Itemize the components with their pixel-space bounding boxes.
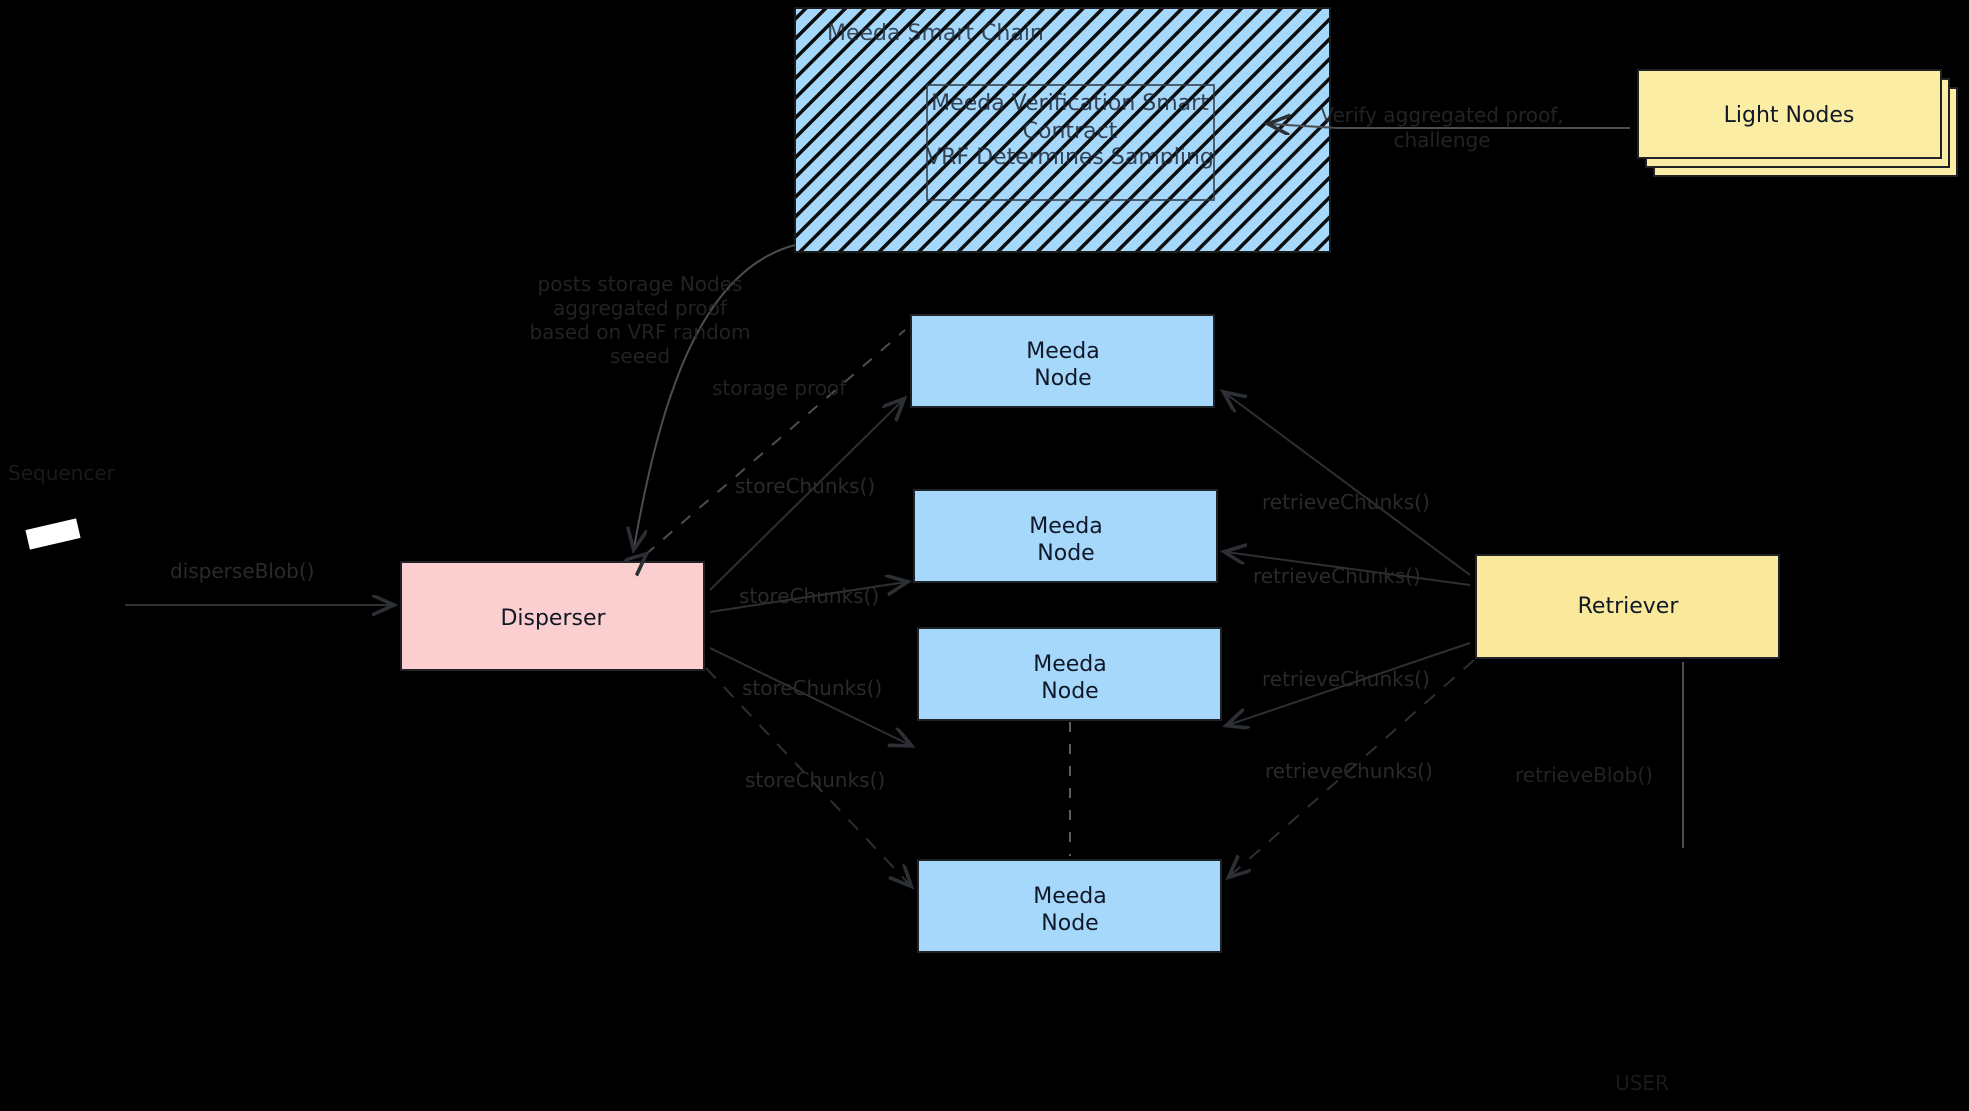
meeda-node-line1: Meeda — [1033, 884, 1107, 909]
meeda-node-line2: Node — [1041, 911, 1098, 936]
edge-retrieve-chunks-4: retrieveChunks() — [1230, 659, 1475, 876]
meeda-smart-chain-group: Meeda Smart Chain Meeda Verification Sma… — [794, 7, 1331, 253]
disperser-box[interactable] — [400, 561, 705, 671]
edge-label-retrieve-blob: retrieveBlob() — [1515, 763, 1653, 787]
sequencer-glyph — [25, 518, 81, 550]
disperser-label: Disperser — [500, 606, 606, 631]
edge-label-retrieve-chunks-1: retrieveChunks() — [1262, 490, 1430, 514]
meeda-node-2[interactable]: Meeda Node — [913, 489, 1218, 583]
meeda-node-line1: Meeda — [1029, 514, 1103, 539]
retriever-group[interactable]: Retriever — [1475, 554, 1780, 659]
meeda-node-1[interactable]: Meeda Node — [910, 314, 1215, 408]
edge-label-disperse-blob: disperseBlob() — [170, 559, 314, 583]
meeda-node-3[interactable]: Meeda Node — [917, 627, 1222, 721]
edge-store-chunks-1: storeChunks() — [709, 400, 903, 591]
edge-label-store-chunks-2: storeChunks() — [739, 584, 879, 608]
edge-retrieve-blob: retrieveBlob() — [1515, 662, 1684, 848]
retriever-label: Retriever — [1578, 594, 1680, 619]
user-label: USER — [1615, 1071, 1669, 1095]
meeda-node-4[interactable]: Meeda Node — [917, 859, 1222, 953]
meeda-node-line1: Meeda — [1033, 652, 1107, 677]
edge-posts-aggregated-proof: posts storage Nodes aggregated proof bas… — [529, 244, 796, 548]
edge-label-retrieve-chunks-2: retrieveChunks() — [1253, 564, 1421, 588]
retriever-box[interactable] — [1475, 554, 1780, 659]
edge-store-chunks-3: storeChunks() — [709, 647, 910, 745]
edge-label-store-chunks-4: storeChunks() — [745, 768, 885, 792]
sequencer-label: Sequencer — [8, 461, 116, 485]
verification-contract-line2: Contract — [1023, 119, 1118, 144]
edge-label-store-chunks-1: storeChunks() — [735, 474, 875, 498]
edge-label-retrieve-chunks-4: retrieveChunks() — [1265, 759, 1433, 783]
meeda-smart-chain-title: Meeda Smart Chain — [827, 21, 1044, 46]
edge-label-posts-proof-3: based on VRF random — [529, 320, 750, 344]
edge-label-posts-proof-2: aggregated proof — [553, 296, 728, 320]
light-nodes-label: Light Nodes — [1724, 103, 1855, 128]
edge-retrieve-chunks-1: retrieveChunks() — [1225, 393, 1471, 576]
meeda-node-line2: Node — [1037, 541, 1094, 566]
edge-label-verify-proof-2: challenge — [1393, 128, 1490, 152]
edge-retrieve-chunks-3: retrieveChunks() — [1228, 642, 1471, 725]
meeda-node-box[interactable] — [917, 859, 1222, 953]
edge-label-storage-proof: storage proof — [712, 376, 847, 400]
disperser-group[interactable]: Disperser — [400, 561, 705, 671]
meeda-node-line1: Meeda — [1026, 339, 1100, 364]
meeda-node-line2: Node — [1034, 366, 1091, 391]
edge-label-posts-proof-1: posts storage Nodes — [538, 272, 743, 296]
edge-label-verify-proof-1: Verify aggregated proof, — [1320, 103, 1563, 127]
verification-contract-box[interactable] — [926, 84, 1215, 201]
edge-label-posts-proof-4: seeed — [610, 344, 670, 368]
light-nodes-card-front[interactable] — [1637, 69, 1942, 159]
meeda-node-box[interactable] — [913, 489, 1218, 583]
verification-contract-line3: VRF Determines Sampling — [926, 145, 1214, 170]
edge-disperse-blob: disperseBlob() — [125, 559, 392, 605]
meeda-node-line2: Node — [1041, 679, 1098, 704]
verification-contract-line1: Meeda Verification Smart — [931, 91, 1209, 116]
meeda-node-box[interactable] — [910, 314, 1215, 408]
edge-store-chunks-4: storeChunks() — [705, 667, 910, 885]
meeda-node-box[interactable] — [917, 627, 1222, 721]
edge-storage-proof: storage proof — [645, 329, 906, 555]
edge-label-retrieve-chunks-3: retrieveChunks() — [1262, 667, 1430, 691]
edge-retrieve-chunks-2: retrieveChunks() — [1226, 552, 1471, 588]
light-nodes-group[interactable]: Light Nodes — [1637, 69, 1958, 177]
edge-store-chunks-2: storeChunks() — [709, 582, 906, 613]
edge-verify-proof: Verify aggregated proof, challenge — [1270, 103, 1630, 152]
edge-label-store-chunks-3: storeChunks() — [742, 676, 882, 700]
sequencer-group: Sequencer — [8, 461, 116, 550]
